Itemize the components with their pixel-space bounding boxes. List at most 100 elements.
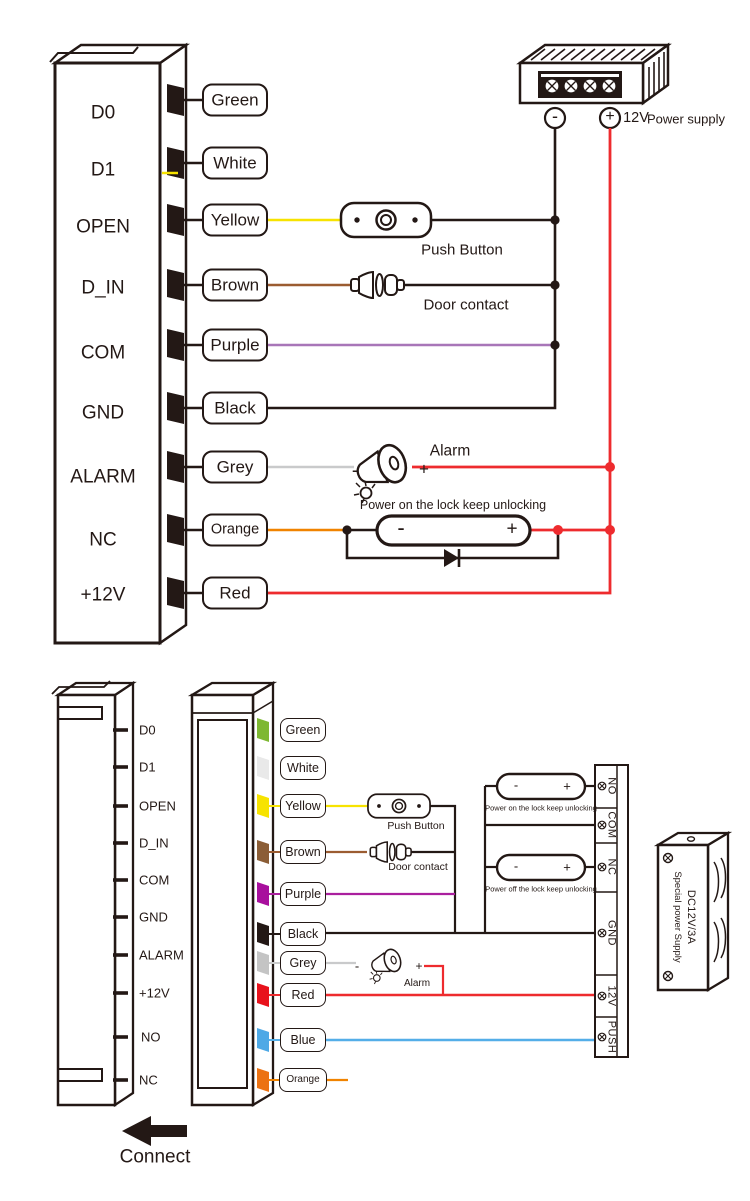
chip-grey <box>257 951 269 975</box>
port2-label-din: D_IN <box>139 835 169 851</box>
port2-label-com: COM <box>139 872 170 888</box>
wire-minus-bus <box>266 128 557 410</box>
chip-yellow <box>257 794 269 818</box>
push-button-icon <box>339 201 433 239</box>
diode-icon <box>444 549 461 567</box>
port-label-d1: D1 <box>90 159 116 181</box>
connector-slot-bottom <box>58 1068 103 1082</box>
lock-note: Power on the lock keep unlocking <box>359 497 547 512</box>
terminal-icon <box>167 269 184 301</box>
strip-label-nc: NC <box>605 858 618 876</box>
wire-red-bus <box>266 128 612 595</box>
psu-vents <box>713 857 727 963</box>
junction-dots-top <box>342 215 615 535</box>
port-label-d0: D0 <box>90 102 116 124</box>
chip-purple <box>257 882 269 906</box>
lock-terminal-strip <box>594 764 629 1058</box>
alarm-label: Alarm <box>429 442 471 460</box>
special-psu-text: DC12V/3A Special power Supply <box>671 842 697 992</box>
screw-icon <box>544 78 560 94</box>
lock2-minus: - <box>513 858 519 874</box>
alarm-minus: - <box>351 460 359 482</box>
rear-port-stubs <box>113 728 128 1082</box>
chip-orange <box>257 1068 269 1092</box>
lock-icon <box>375 514 532 547</box>
push-button-label-small: Push Button <box>387 819 445 832</box>
lock-on-note: Power on the lock keep unlocking <box>485 803 597 813</box>
port-label-com: COM <box>80 342 126 364</box>
port2-label-alarm: ALARM <box>139 947 184 963</box>
door-contact-icon-small <box>369 841 412 863</box>
chip-blue <box>257 1028 269 1052</box>
terminal-icon <box>167 147 184 179</box>
lock-minus: - <box>397 515 405 540</box>
wire-label-purple: Purple <box>202 328 268 362</box>
lock-on-icon <box>495 772 587 801</box>
port-label-gnd: GND <box>81 402 125 424</box>
wire2-label-orange: Orange <box>279 1068 327 1092</box>
psu-minus-sign: - <box>552 106 558 126</box>
controller-body-top <box>49 42 191 646</box>
door-contact-icon <box>350 270 405 300</box>
connect-arrow <box>122 1116 187 1146</box>
wire-label-black: Black <box>202 391 268 425</box>
psu-label: Power supply <box>646 111 726 127</box>
wire-alarm-red <box>424 964 445 995</box>
port-label-nc: NC <box>89 529 117 551</box>
wire2-label-purple: Purple <box>280 882 326 906</box>
terminal-icon <box>167 514 184 546</box>
port2-label-nc: NC <box>139 1072 158 1088</box>
chip-green <box>257 718 269 742</box>
alarm2-minus: - <box>354 958 360 974</box>
wire-label-white: White <box>202 146 268 180</box>
special-psu-model: DC12V/3A <box>684 889 697 945</box>
wire-label-orange: Orange <box>202 513 268 547</box>
colored-terminals <box>257 718 269 1092</box>
alarm-icon-small <box>367 946 405 985</box>
wire-label-red: Red <box>202 576 268 610</box>
controller-terminals-top <box>167 84 184 609</box>
port-label-alarm: ALARM <box>70 466 136 488</box>
wire-pushbutton-bus <box>430 804 457 933</box>
controller-rear-view <box>51 680 137 1108</box>
terminal-icon <box>167 451 184 483</box>
strip-screws <box>597 781 607 1042</box>
port2-label-open: OPEN <box>139 798 176 814</box>
port2-label-12v: +12V <box>139 985 170 1001</box>
wire2-label-black: Black <box>280 922 326 946</box>
alarm-label-small: Alarm <box>403 978 431 989</box>
terminal-icon <box>167 392 184 424</box>
special-psu-name: Special power Supply <box>671 871 683 963</box>
wire2-label-blue: Blue <box>280 1028 326 1052</box>
chip-red <box>257 983 269 1007</box>
push-button-icon-small <box>367 793 431 819</box>
terminal-icon <box>167 204 184 236</box>
lock-off-icon <box>495 853 587 882</box>
door-contact-label: Door contact <box>423 296 509 314</box>
special-power-supply <box>653 830 733 993</box>
alarm-icon <box>353 443 408 504</box>
lock1-minus: - <box>513 777 519 793</box>
port2-label-gnd: GND <box>139 909 168 925</box>
strip-label-com: COM <box>605 811 618 839</box>
wire2-label-brown: Brown <box>280 840 326 864</box>
port2-label-d1: D1 <box>139 759 156 775</box>
port-label-12v: +12V <box>80 584 126 606</box>
wire-label-green: Green <box>202 83 268 117</box>
connector-slot-top <box>58 706 103 720</box>
terminal-icon <box>167 577 184 609</box>
strip-label-gnd: GND <box>605 920 618 946</box>
port-label-open: OPEN <box>76 216 130 238</box>
alarm2-plus: + <box>415 959 423 973</box>
lock-plus: + <box>506 518 518 540</box>
terminal-leads-top <box>184 98 204 595</box>
psu-voltage: 12V <box>623 109 649 126</box>
port2-label-no: NO <box>141 1029 161 1045</box>
psu-plus-sign: + <box>605 108 615 125</box>
strip-label-push: PUSH <box>605 1020 618 1054</box>
chip-white <box>257 756 269 780</box>
lock1-plus: + <box>563 778 571 794</box>
terminal-icon <box>167 329 184 361</box>
lock-off-note: Power off the lock keep unlocking <box>485 884 597 894</box>
